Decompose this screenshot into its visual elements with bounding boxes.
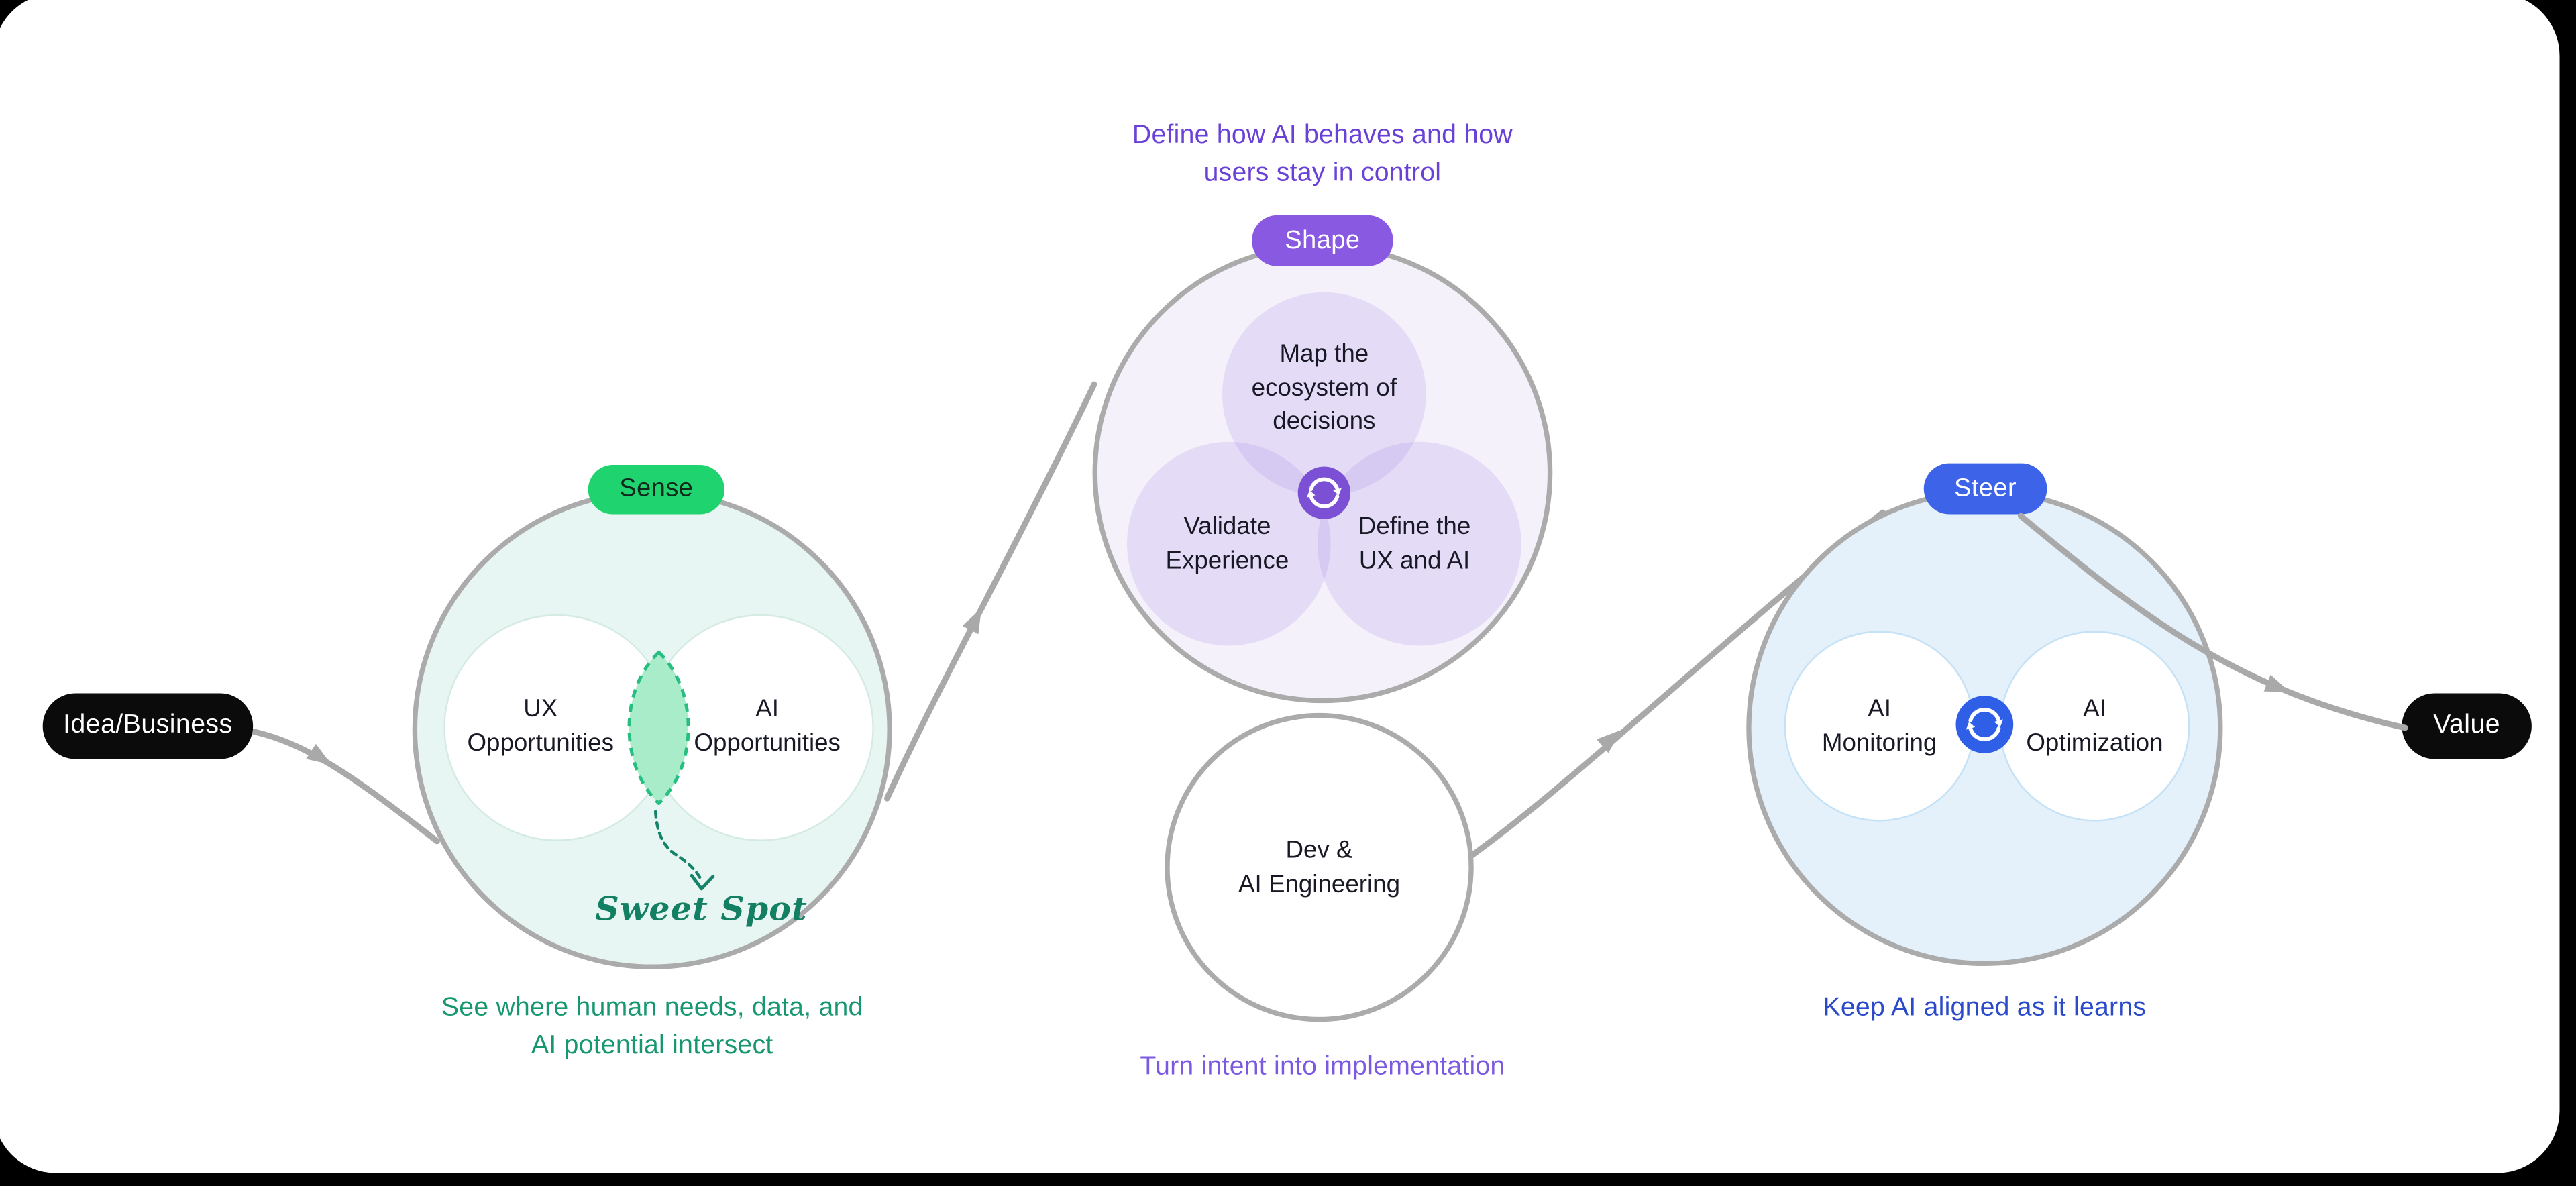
dev-ai-engineering-label: Dev & AI Engineering [1238, 836, 1401, 898]
shape-caption-bottom: Turn intent into implementation [1140, 1053, 1505, 1081]
ux-opportunities-label: UX Opportunities [467, 694, 614, 757]
end-pill: Value [2402, 693, 2532, 759]
petal-define-ux-ai [1318, 441, 1521, 646]
start-pill-label: Idea/Business [63, 711, 233, 740]
petal-map-ecosystem-label: Map the ecosystem of decisions [1251, 339, 1397, 435]
shape-caption-top: Define how AI behaves and how users stay… [1132, 121, 1513, 188]
sense-caption: See where human needs, data, and AI pote… [441, 993, 863, 1060]
petal-validate-experience [1127, 441, 1331, 646]
steer-caption: Keep AI aligned as it learns [1823, 993, 2147, 1022]
shape-badge: Shape [1252, 215, 1393, 266]
start-pill: Idea/Business [42, 693, 254, 759]
petal-map-ecosystem [1222, 292, 1426, 496]
ai-monitoring-label: AI Monitoring [1821, 694, 1937, 757]
ai-optimization-label: AI Optimization [2026, 694, 2163, 757]
sweet-spot-annotation: Sweet Spot [595, 888, 808, 928]
ai-monitoring-circle [1784, 631, 1975, 822]
end-pill-label: Value [2433, 711, 2501, 740]
ai-opportunities-label: AI Opportunities [694, 694, 841, 757]
sense-badge: Sense [588, 465, 725, 515]
petal-validate-experience-label: Validate Experience [1165, 513, 1289, 574]
steer-badge: Steer [1923, 463, 2047, 515]
petal-define-ux-ai-label: Define the UX and AI [1358, 513, 1471, 574]
dev-ai-engineering-circle [1165, 712, 1474, 1022]
